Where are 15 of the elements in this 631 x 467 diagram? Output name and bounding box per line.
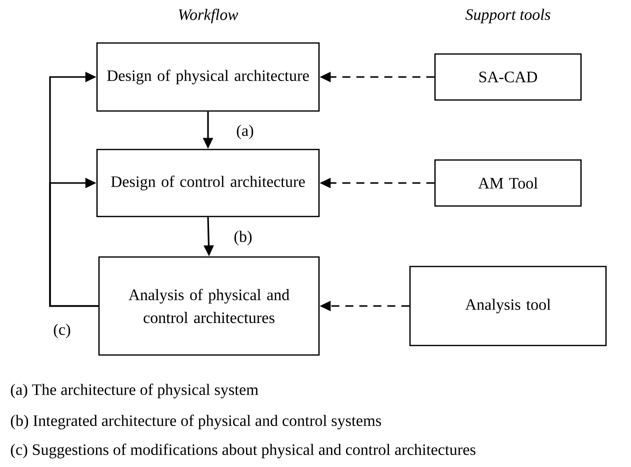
process-box: Design of physical architecture <box>96 42 320 112</box>
tool-box: AM Tool <box>434 159 582 207</box>
note-text: (c) Suggestions of modifications about physical and control architectures <box>10 444 476 458</box>
process-box: Design of control architecture <box>96 148 320 218</box>
edge-label: (c) <box>52 322 72 340</box>
edge-label: (a) <box>235 124 255 140</box>
edge-label: (b) <box>232 230 254 246</box>
tool-box: SA-CAD <box>434 53 582 101</box>
note-text: (a) The architecture of physical system <box>10 384 258 398</box>
arrow <box>49 178 98 307</box>
tool-box: Analysis tool <box>409 266 607 346</box>
process-box: Analysis of physical and control architectures <box>98 256 320 356</box>
column-heading: Support tools <box>465 8 550 24</box>
note-text: (b) Integrated architecture of physical and control systems <box>10 414 382 430</box>
column-heading: Workflow <box>178 8 238 24</box>
